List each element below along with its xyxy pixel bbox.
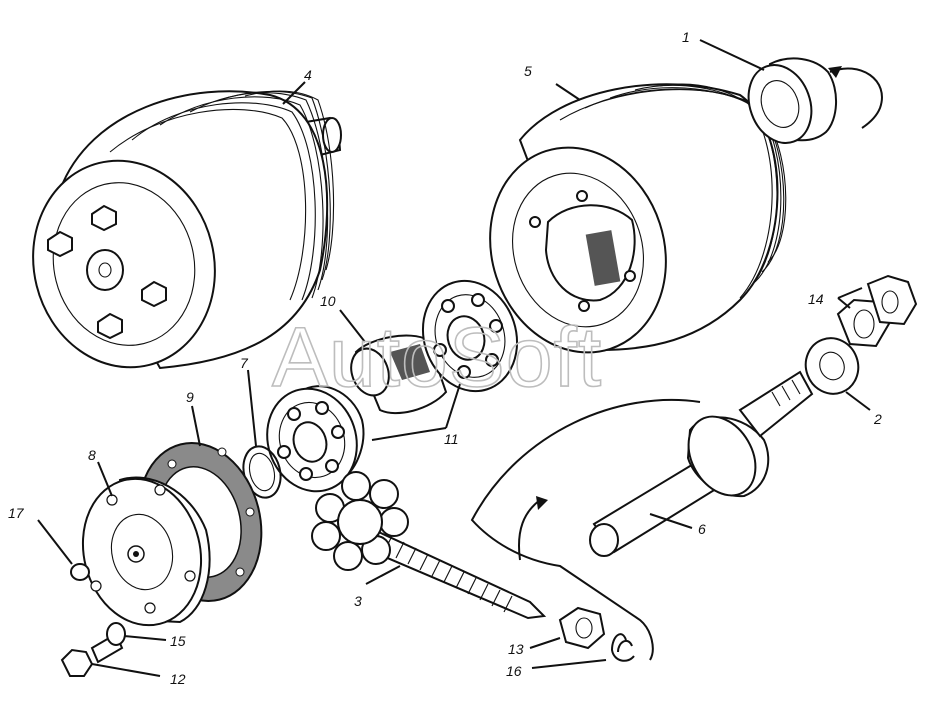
set-screw-part-17 [37, 519, 90, 581]
washer-part-15 [106, 622, 167, 646]
label-8: 8 [88, 447, 96, 463]
label-12: 12 [170, 671, 186, 687]
label-10: 10 [320, 293, 336, 309]
bearing-part-1 [699, 39, 883, 144]
pulley-left-part-4 [32, 81, 342, 370]
label-3: 3 [354, 593, 362, 609]
washer-part-2 [804, 337, 871, 411]
lock-ring-part-16 [531, 633, 635, 669]
part-labels: 1 2 3 4 5 6 7 8 9 10 11 12 13 14 15 16 1… [8, 29, 882, 687]
threaded-rod-part-3 [311, 471, 547, 620]
bearing-lower-part-11 [266, 383, 461, 493]
watermark-text: AutoSoft [272, 310, 602, 404]
label-13: 13 [508, 641, 524, 657]
label-16: 16 [506, 663, 522, 679]
snap-ring-part-7 [242, 369, 282, 499]
shaft-part-6 [470, 370, 814, 661]
label-5: 5 [524, 63, 532, 79]
label-2: 2 [873, 411, 882, 427]
label-6: 6 [698, 521, 706, 537]
label-9: 9 [186, 389, 194, 405]
nut-part-13 [529, 606, 606, 650]
label-4: 4 [304, 67, 312, 83]
label-11: 11 [444, 431, 459, 447]
label-1: 1 [682, 29, 690, 45]
label-14: 14 [808, 291, 824, 307]
nuts-part-14 [836, 274, 918, 348]
label-15: 15 [170, 633, 186, 649]
bearing-upper-part-11 [421, 279, 519, 393]
flange-part-8 [81, 461, 211, 627]
bushing-part-10 [339, 309, 448, 415]
label-17: 17 [8, 505, 25, 521]
label-7: 7 [240, 355, 249, 371]
pulley-right-part-5 [489, 83, 787, 354]
